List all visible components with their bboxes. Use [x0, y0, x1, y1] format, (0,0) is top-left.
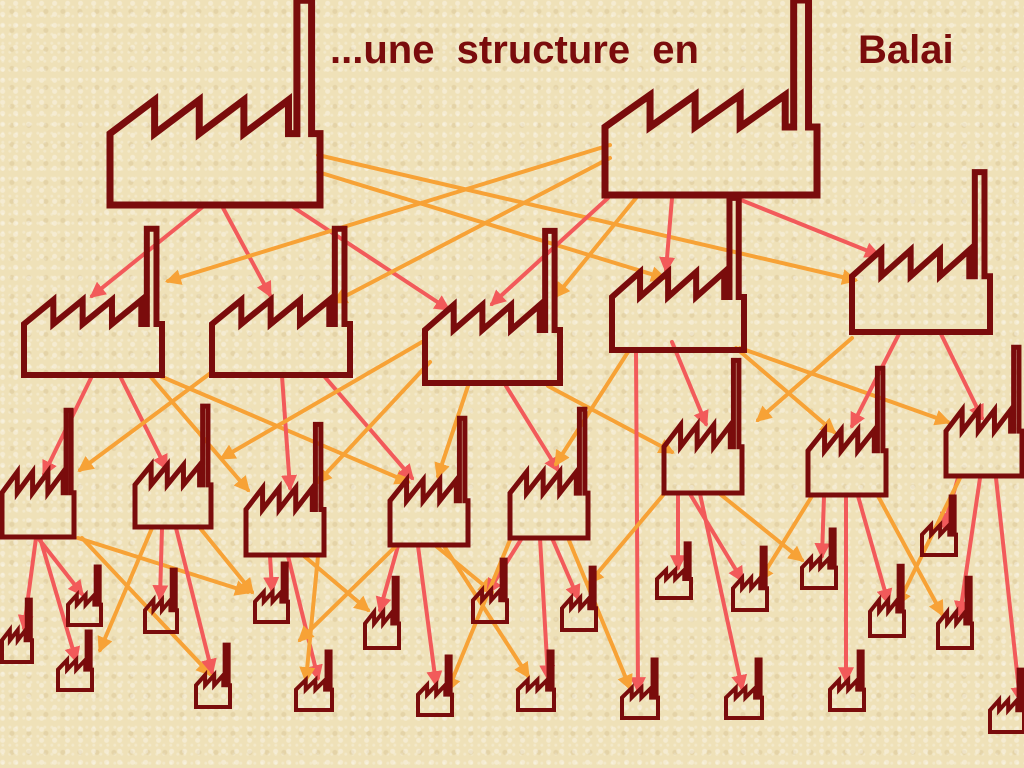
edge-arrow — [758, 494, 814, 583]
edge-arrow — [299, 554, 320, 684]
edge-arrow — [566, 536, 633, 691]
edge-arrow — [434, 384, 470, 480]
factory-icon — [661, 357, 745, 496]
factory-icon — [66, 564, 103, 627]
factory-icon — [609, 194, 747, 353]
edge-arrow — [489, 196, 610, 307]
edge-arrow — [152, 526, 169, 602]
edge-arrow — [698, 492, 748, 692]
edge-arrow — [375, 544, 400, 614]
factory-icon — [516, 649, 556, 712]
edge-arrow — [994, 476, 1024, 704]
edge-arrow — [174, 526, 217, 676]
factory-icon — [0, 597, 34, 664]
edge-arrow — [546, 384, 675, 454]
edge-arrow — [263, 554, 280, 594]
edge-arrow — [938, 330, 984, 421]
edge-arrow — [76, 536, 252, 596]
edge-arrow — [670, 340, 709, 427]
edge-arrow — [302, 554, 371, 613]
edge-arrow — [148, 374, 251, 493]
factory-icon — [422, 227, 563, 386]
edge-arrow — [416, 544, 443, 688]
edge-arrow — [504, 384, 560, 473]
factory-icon — [943, 344, 1024, 479]
edge-arrow — [755, 336, 854, 423]
factory-icon — [106, 0, 324, 209]
edge-arrow — [280, 374, 298, 492]
edge-arrow — [814, 494, 831, 560]
edge-arrow — [286, 554, 323, 682]
factory-icon — [0, 407, 77, 540]
factory-icon — [655, 541, 693, 600]
factory-icon — [507, 406, 591, 541]
edge-arrow — [38, 536, 81, 664]
edge-arrow — [77, 370, 214, 472]
edge-arrow — [316, 170, 668, 282]
edge-arrow — [36, 536, 84, 597]
edge-arrow — [164, 143, 612, 285]
factory-icon — [209, 225, 353, 378]
factory-icon — [253, 561, 290, 624]
edge-arrow — [554, 350, 630, 467]
edge-arrow — [198, 526, 255, 595]
factory-icon — [731, 545, 769, 612]
edge-arrow — [856, 494, 893, 606]
factory-icon — [988, 667, 1024, 734]
edges-layer — [17, 143, 1024, 704]
factory-icon — [620, 657, 660, 720]
factory-icon — [416, 654, 454, 717]
slide-title: ...une structure en Balai — [330, 28, 1010, 78]
factory-icon — [920, 494, 958, 557]
factory-icon — [294, 649, 334, 712]
edge-arrow — [659, 196, 676, 274]
factory-icon — [243, 421, 327, 558]
edge-arrow — [315, 360, 432, 485]
edge-arrow — [97, 526, 154, 653]
edge-arrow — [734, 346, 837, 435]
edge-arrow — [718, 492, 805, 563]
edge-arrow — [738, 346, 952, 426]
factory-icon — [387, 415, 471, 548]
edge-arrow — [219, 340, 424, 460]
factory-icon — [471, 557, 509, 624]
edge-arrow — [442, 544, 530, 679]
factory-icon — [800, 527, 838, 590]
factory-icon — [363, 575, 401, 650]
factory-icon — [143, 567, 179, 634]
title-suffix: Balai — [858, 28, 954, 72]
factory-icon — [21, 225, 165, 378]
factory-icon — [828, 649, 866, 712]
edge-arrow — [331, 156, 612, 304]
factory-icon — [132, 403, 214, 530]
edge-arrow — [288, 203, 451, 311]
factory-icon — [724, 657, 764, 720]
edge-arrow — [876, 494, 944, 617]
edge-arrow — [553, 196, 638, 299]
edge-arrow — [629, 350, 646, 694]
factory-icon — [936, 575, 974, 650]
factory-icon — [849, 169, 993, 335]
edge-arrow — [587, 492, 666, 585]
factory-icon — [194, 642, 232, 709]
edge-arrow — [434, 544, 495, 595]
edge-arrow — [297, 544, 398, 643]
factory-icon — [560, 565, 598, 632]
title-prefix: ...une structure en — [330, 28, 699, 72]
edge-arrow — [550, 536, 581, 601]
nodes-layer — [0, 0, 1024, 734]
edge-arrow — [220, 204, 272, 298]
factory-icon — [805, 365, 889, 498]
factory-icon — [868, 563, 906, 638]
edge-arrow — [734, 196, 881, 258]
factory-icon — [56, 629, 94, 692]
factory-icon — [601, 0, 821, 199]
edge-arrow — [688, 492, 744, 583]
edge-arrow — [953, 476, 982, 618]
